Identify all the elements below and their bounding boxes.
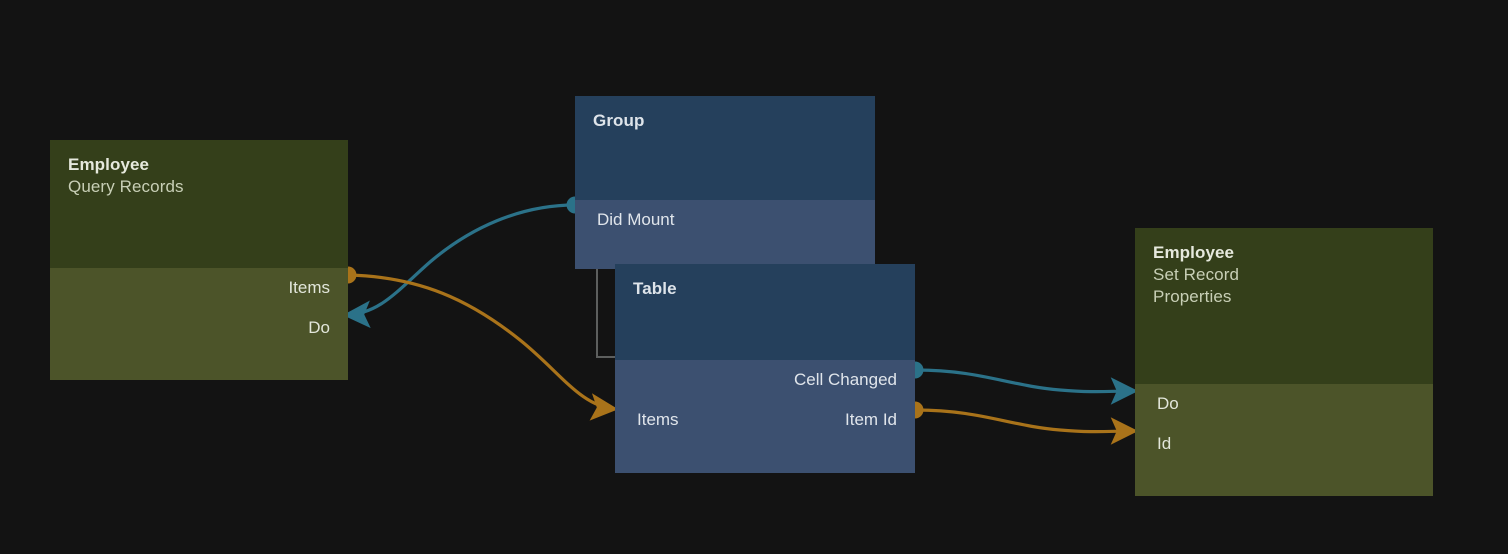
node-subtitle: Query Records [68,176,184,196]
port-row-do[interactable]: Do [50,308,348,348]
node-title: Employee [68,155,150,174]
node-header[interactable]: Table [615,264,915,360]
node-table[interactable]: Table Cell Changed Items Item Id [615,264,915,473]
group-child-indicator [596,247,617,358]
port-row-table-items[interactable]: Items Item Id [615,400,915,440]
port-row-do[interactable]: Do [1135,384,1433,424]
node-body[interactable]: Do Id [1135,384,1433,496]
node-subtitle-line-1: Set Record [1153,264,1240,284]
node-title: Table [633,279,677,298]
node-title: Employee [1153,243,1235,262]
wire-cell-changed-to-set-do[interactable] [915,368,1139,405]
node-subtitle-line-2: Properties [1153,286,1232,306]
node-body[interactable]: Items Do [50,268,348,380]
node-header[interactable]: Employee Query Records [50,140,348,268]
node-header[interactable]: Employee Set Record Properties [1135,228,1433,384]
wire-did-mount-to-query-do[interactable] [342,203,576,329]
wire-item-id-to-set-id[interactable] [915,408,1139,445]
port-label-id: Id [1157,434,1172,453]
port-row-items[interactable]: Items [50,268,348,308]
node-body[interactable]: Did Mount [575,200,875,269]
port-label-do: Do [308,318,330,337]
port-label-items: Items [288,278,330,297]
port-label-cell-changed: Cell Changed [793,370,897,389]
port-label-do: Do [1157,394,1179,413]
node-employee-query-records[interactable]: Employee Query Records Items Do [50,140,348,380]
node-group[interactable]: Group Did Mount [575,96,875,269]
port-label-items: Items [637,410,679,429]
port-row-did-mount[interactable]: Did Mount [575,200,875,240]
port-label-item-id: Item Id [845,410,897,429]
wire-query-items-to-table-items[interactable] [348,273,619,421]
node-employee-set-record-properties[interactable]: Employee Set Record Properties Do Id [1135,228,1433,496]
node-title: Group [593,111,645,130]
port-row-id[interactable]: Id [1135,424,1433,464]
port-label-did-mount: Did Mount [597,210,675,229]
node-header[interactable]: Group [575,96,875,200]
node-body[interactable]: Cell Changed Items Item Id [615,360,915,473]
port-row-cell-changed[interactable]: Cell Changed [615,360,915,400]
